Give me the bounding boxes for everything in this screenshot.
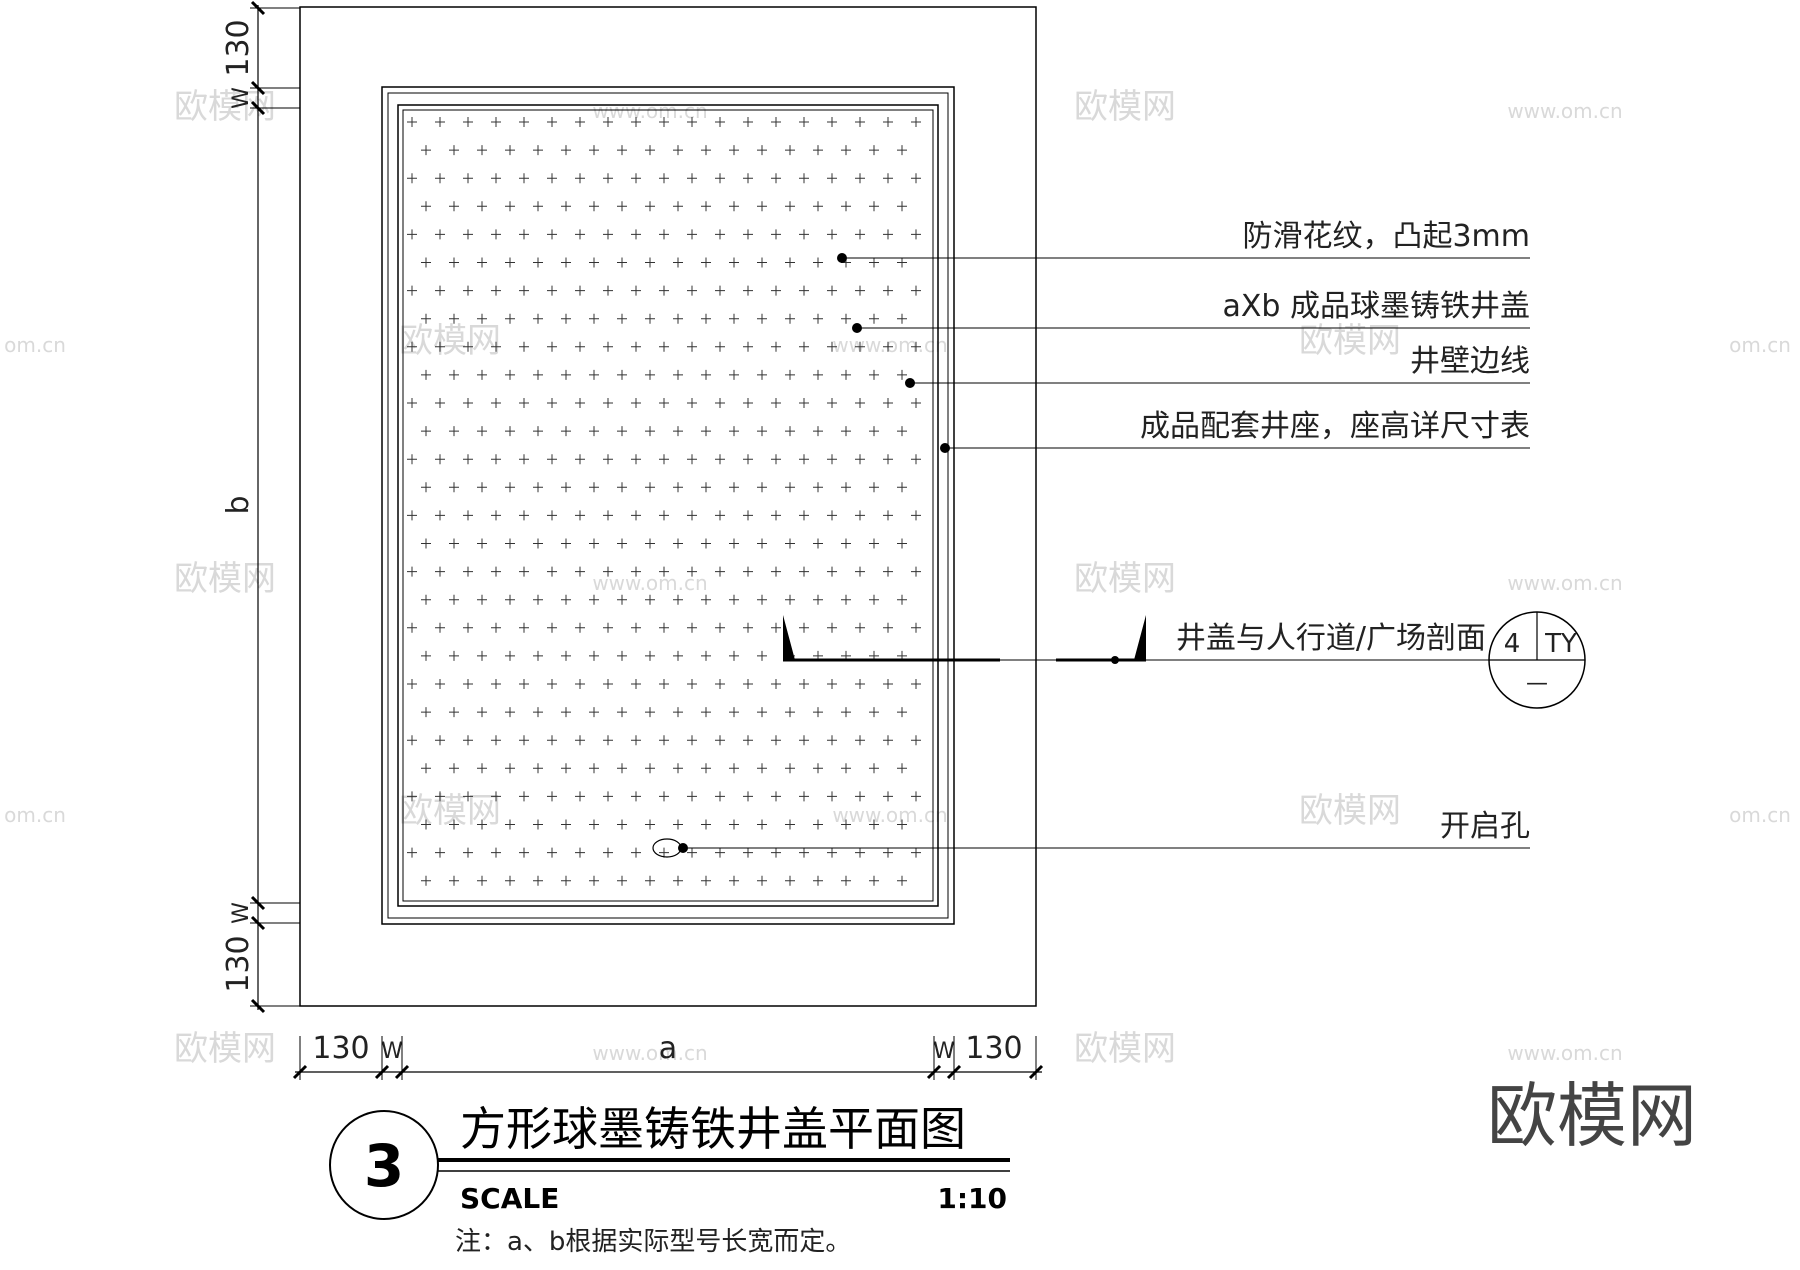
bottom-dimension: 130 W a W 130 xyxy=(292,1031,1044,1080)
watermark-text: 欧模网 xyxy=(174,1029,276,1069)
dim-left-130: 130 xyxy=(312,1031,369,1066)
brand-logo: 欧模网 xyxy=(1487,1075,1697,1157)
watermark-text: 欧模网 xyxy=(174,559,276,599)
watermark-text: 欧模网 xyxy=(1074,1029,1176,1069)
seat-outer-frame xyxy=(381,86,955,925)
leader-cover xyxy=(852,323,1530,333)
label-cast-iron-cover: aXb 成品球墨铸铁井盖 xyxy=(1222,289,1530,324)
anti-slip-crosses xyxy=(407,117,921,886)
section-sheet: TY xyxy=(1544,629,1577,659)
scale-value: 1:10 xyxy=(937,1182,1007,1215)
drawing-number: 3 xyxy=(364,1132,404,1200)
label-seat: 成品配套井座，座高详尺寸表 xyxy=(1140,409,1530,444)
watermark-text: www.om.cn xyxy=(592,571,707,595)
section-cut-symbol xyxy=(783,615,1490,664)
cover-inner-outline xyxy=(402,109,934,902)
watermark-text: 欧模网 xyxy=(399,321,501,361)
watermark-text: www.om.cn xyxy=(592,99,707,123)
left-dimension: 130 W b W 130 xyxy=(221,0,300,1014)
dim-left-w: W xyxy=(381,1039,403,1064)
leader-hole xyxy=(678,843,1530,853)
dim-right-w: W xyxy=(933,1039,955,1064)
dim-left-b: b xyxy=(221,495,256,514)
cover-outline xyxy=(397,104,939,907)
watermark-text: om.cn xyxy=(4,333,66,357)
watermark-text: 欧模网 xyxy=(1299,791,1401,831)
label-wall-line: 井壁边线 xyxy=(1410,344,1530,379)
label-section: 井盖与人行道/广场剖面 xyxy=(1176,621,1486,656)
dim-right-130: 130 xyxy=(965,1031,1022,1066)
watermark-text: www.om.cn xyxy=(832,803,947,827)
watermark-text: www.om.cn xyxy=(1507,99,1622,123)
watermark-text: 欧模网 xyxy=(174,87,276,127)
watermark-text: www.om.cn xyxy=(1507,571,1622,595)
watermark-text: 欧模网 xyxy=(1074,87,1176,127)
dim-top-w: W xyxy=(229,87,254,109)
outer-slab-outline xyxy=(299,6,1037,1007)
section-number: 4 xyxy=(1504,629,1521,659)
anti-slip-pattern xyxy=(407,117,921,886)
watermark-text: om.cn xyxy=(4,803,66,827)
watermark-text: www.om.cn xyxy=(592,1041,707,1065)
label-anti-slip-pattern: 防滑花纹，凸起3mm xyxy=(1242,219,1530,254)
dim-bottom-w: W xyxy=(229,902,254,924)
leader-wall-line xyxy=(905,378,1530,388)
watermark-text: om.cn xyxy=(1729,333,1791,357)
opening-hole xyxy=(652,838,682,858)
watermark-text: 欧模网 xyxy=(1299,321,1401,361)
watermark-text: www.om.cn xyxy=(1507,1041,1622,1065)
section-reference-bubble: 4 TY — xyxy=(1488,611,1586,709)
seat-inner-frame xyxy=(387,92,949,919)
scale-label: SCALE xyxy=(460,1182,559,1215)
dim-bottom-130: 130 xyxy=(221,935,256,992)
section-lower: — xyxy=(1526,671,1548,696)
watermark-text: www.om.cn xyxy=(832,333,947,357)
watermark-text: om.cn xyxy=(1729,803,1791,827)
dim-a: a xyxy=(659,1031,677,1066)
leader-seat xyxy=(940,443,1530,453)
label-opening-hole: 开启孔 xyxy=(1440,809,1530,844)
dim-top-130: 130 xyxy=(221,19,256,76)
drawing-note: 注：a、b根据实际型号长宽而定。 xyxy=(455,1227,851,1257)
drawing-title: 方形球墨铸铁井盖平面图 xyxy=(460,1102,966,1156)
leader-pattern xyxy=(837,253,1530,263)
watermark-text: 欧模网 xyxy=(1074,559,1176,599)
title-block: 3 方形球墨铸铁井盖平面图 SCALE 1:10 注：a、b根据实际型号长宽而定… xyxy=(329,1102,1010,1257)
